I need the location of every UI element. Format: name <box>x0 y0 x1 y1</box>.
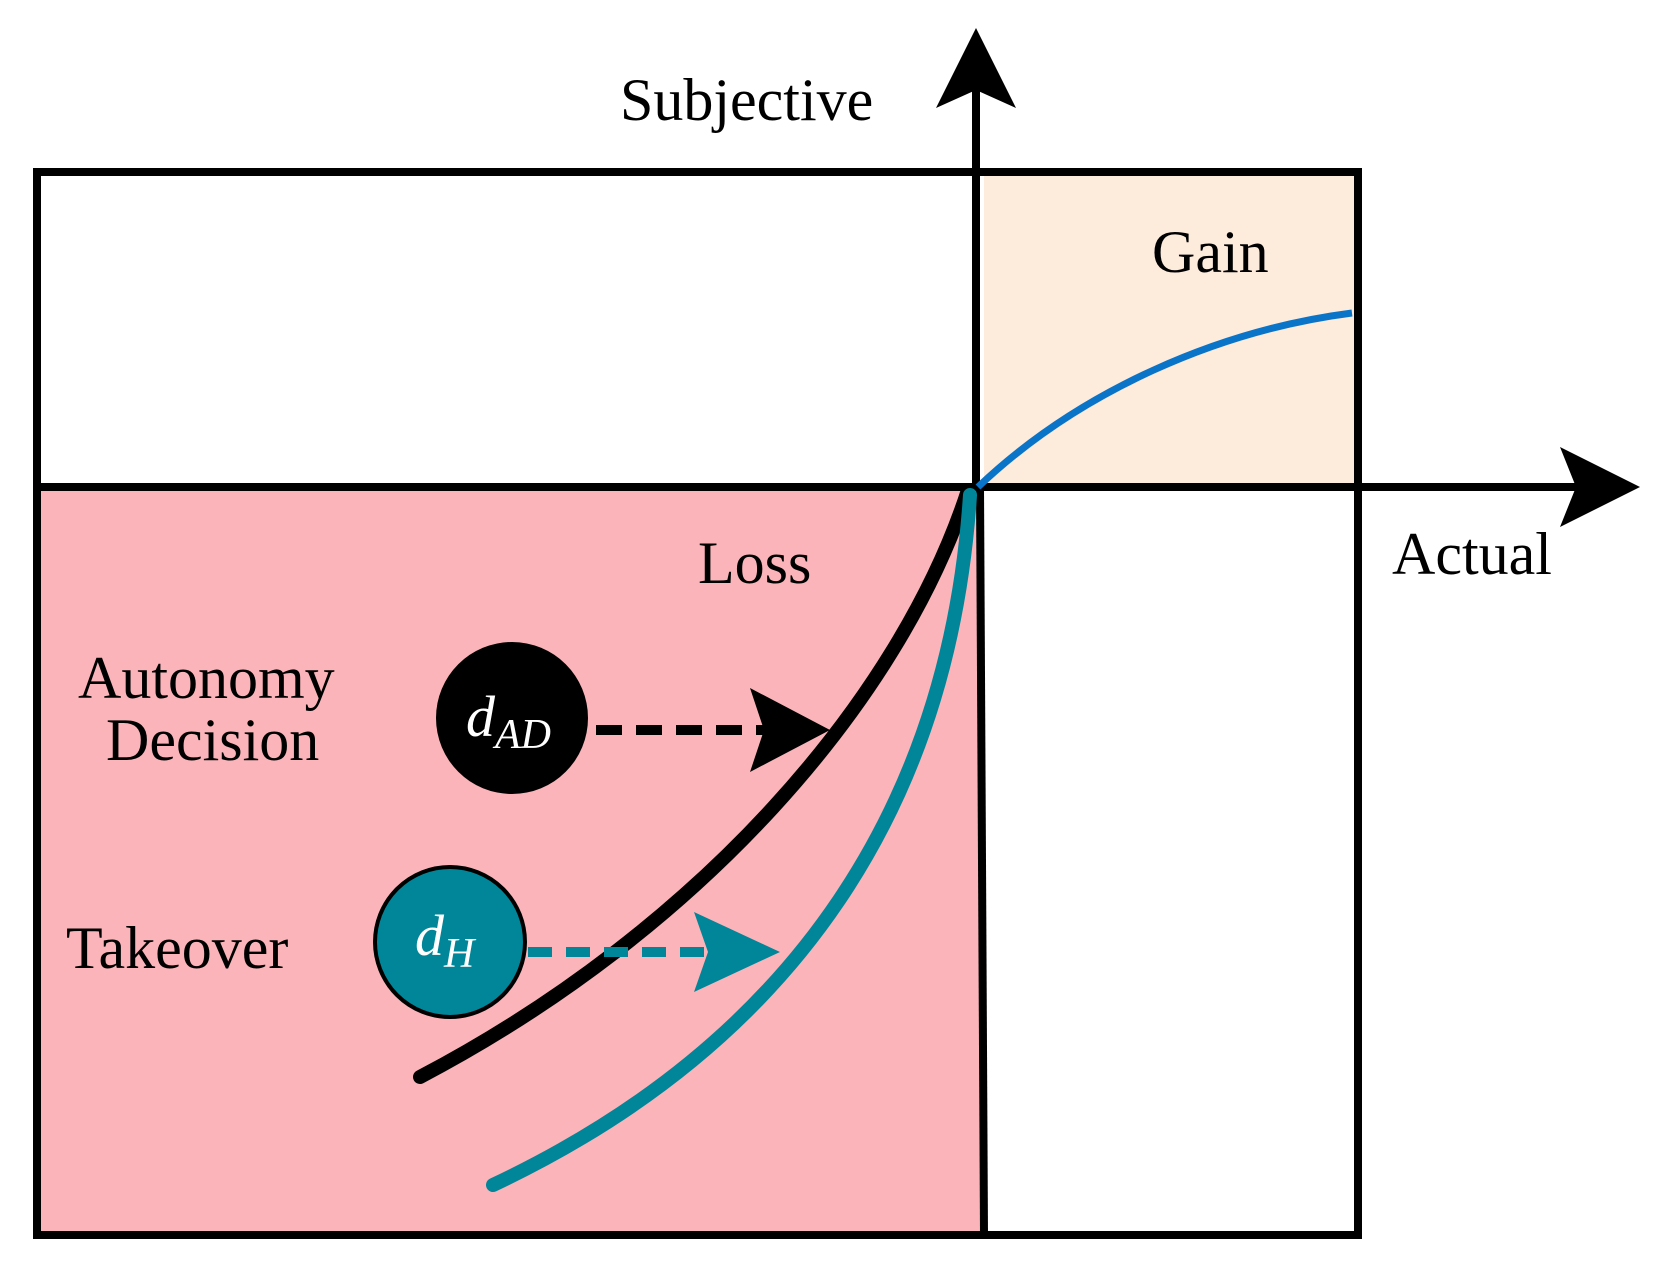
gain-label: Gain <box>1152 219 1269 285</box>
marker-d-h-subscript: H <box>443 931 477 977</box>
marker-d-ad-circle <box>436 642 588 794</box>
marker-d-h: dH <box>373 865 527 1019</box>
gain-curve <box>975 309 1353 490</box>
marker-d-ad-subscript: AD <box>492 712 551 758</box>
takeover-curve <box>486 488 977 1192</box>
takeover-label: Takeover <box>66 915 288 981</box>
autonomy-decision-curve <box>413 483 975 1084</box>
marker-d-ad: dAD <box>436 642 588 794</box>
x-axis-label: Actual <box>1392 521 1552 587</box>
marker-d-h-symbol: d <box>415 903 445 968</box>
loss-label: Loss <box>698 530 811 596</box>
y-axis-arrowhead <box>936 28 1016 108</box>
marker-d-h-label: dH <box>415 903 477 977</box>
takeover-arrowhead <box>694 912 780 992</box>
outer-frame <box>33 168 1362 1239</box>
autonomy-decision-arrowhead <box>750 688 830 772</box>
loss-region <box>39 487 984 1235</box>
marker-d-h-circle <box>373 865 527 1019</box>
autonomy-label-line1: Autonomy <box>78 645 335 711</box>
marker-d-ad-label: dAD <box>466 684 551 758</box>
x-axis-arrowhead <box>1560 447 1640 527</box>
y-axis-label: Subjective <box>620 67 873 133</box>
quadrant-divider-vertical-lower <box>976 486 988 1236</box>
marker-d-ad-symbol: d <box>466 684 496 749</box>
autonomy-label-line2: Decision <box>106 707 319 773</box>
